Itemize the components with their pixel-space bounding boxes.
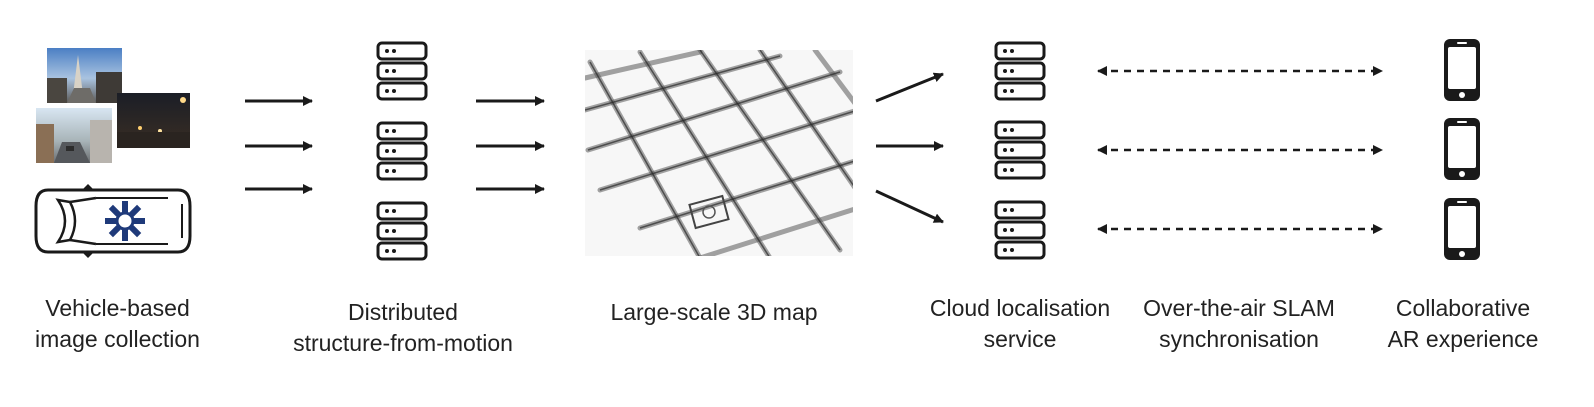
caption-line: Over-the-air SLAM: [1143, 295, 1335, 321]
caption-sfm: Distributed structure-from-motion: [277, 297, 529, 359]
caption-collection: Vehicle-based image collection: [20, 293, 215, 355]
caption-line: Vehicle-based: [45, 295, 190, 321]
flow-arrows-collection-to-sfm: [245, 96, 313, 194]
server-rack-icon: [376, 41, 428, 261]
server-rack-icon: [994, 41, 1046, 260]
caption-map: Large-scale 3D map: [594, 297, 834, 328]
caption-line: Collaborative: [1395, 295, 1531, 321]
caption-ar: Collaborative AR experience: [1378, 293, 1548, 355]
caption-line: Cloud localisation: [929, 295, 1111, 321]
caption-line: Distributed: [348, 299, 458, 325]
caption-line: Large-scale 3D map: [610, 299, 818, 325]
caption-line: service: [983, 326, 1057, 352]
caption-line: synchronisation: [1159, 326, 1319, 352]
caption-line: AR experience: [1387, 326, 1539, 352]
sync-arrows: [1097, 66, 1383, 234]
caption-line: structure-from-motion: [293, 330, 513, 356]
flow-arrows-sfm-to-map: [476, 96, 545, 194]
caption-line: image collection: [35, 326, 200, 352]
camera-car-icon: [34, 184, 192, 258]
caption-cloud: Cloud localisation service: [917, 293, 1123, 355]
caption-ota: Over-the-air SLAM synchronisation: [1132, 293, 1346, 355]
point-cloud-map-icon: [585, 50, 853, 256]
street-photo-icon: [36, 48, 190, 163]
smartphone-icon: [1444, 39, 1480, 260]
flow-arrows-map-to-cloud: [875, 72, 944, 224]
